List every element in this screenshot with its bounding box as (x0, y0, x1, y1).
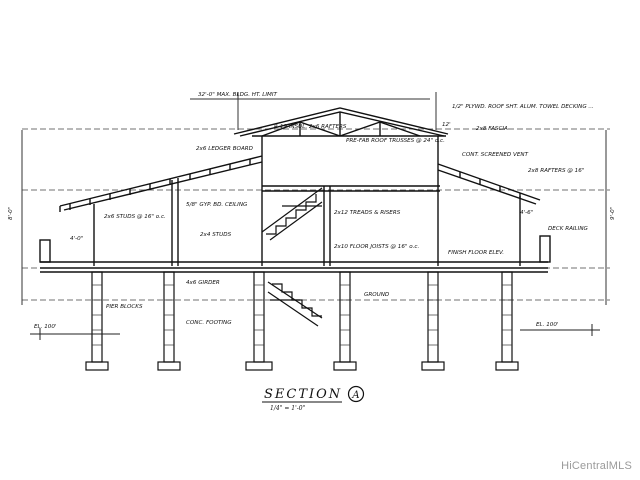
dim-c: 8'-0" (8, 206, 14, 220)
roof-structure (59, 107, 541, 266)
note-ridge-mid: PRE-FAB ROOF TRUSSES @ 24" o.c. (346, 138, 445, 144)
note-ridge-left: R-19 INSUL. 2x6 RAFTERS (274, 124, 347, 130)
section-marker-circle (347, 385, 365, 403)
note-finish-floor-r: FINISH FLOOR ELEV. (448, 250, 504, 256)
note-stair-lower: 2x4 STUDS (200, 232, 232, 238)
watermark: HiCentralMLS (561, 460, 632, 472)
note-deck-r: DECK RAILING (548, 226, 589, 232)
section-marker: A (351, 390, 359, 401)
dim-d: 9'-0" (610, 206, 616, 220)
section-title: SECTION (264, 387, 342, 402)
note-fascia: 2x8 FASCIA (476, 126, 508, 132)
note-stair-upper: 2x12 TREADS & RISERS (334, 210, 401, 216)
dim-e: 12' (442, 122, 451, 128)
note-girder: 4x6 GIRDER (186, 280, 220, 286)
piers (85, 271, 519, 371)
stairs (261, 187, 323, 327)
frame-lines (21, 92, 607, 305)
note-footing: CONC. FOOTING (186, 320, 232, 326)
note-wall-left: 2x6 STUDS @ 16" o.c. (104, 214, 166, 220)
note-cont-vent: CONT. SCREENED VENT (462, 152, 529, 158)
note-elev-left: EL. 100' (34, 324, 56, 330)
note-elev-right: EL. 100' (536, 322, 558, 328)
annotations: 32'-0" MAX. BLDG. HT. LIMIT 1/2" PLYWD. … (8, 92, 616, 330)
note-piers: PIER BLOCKS (106, 304, 143, 310)
note-ground: GROUND (364, 292, 390, 298)
pier-hatching (92, 284, 512, 346)
note-rafter-r: 2x8 RAFTERS @ 16" (528, 168, 585, 174)
dim-a: 4'-0" (70, 236, 84, 242)
note-ceiling-l: 5/8" GYP. BD. CEILING (186, 202, 248, 208)
dim-b: 4'-6" (520, 210, 534, 216)
ground-line (30, 324, 600, 340)
note-gable-left: 2x6 LEDGER BOARD (196, 146, 254, 152)
note-floor: 2x10 FLOOR JOISTS @ 16" o.c. (334, 244, 420, 250)
note-roof-right: 1/2" PLYWD. ROOF SHT. ALUM. TOWEL DECKIN… (452, 104, 594, 110)
note-top-dim: 32'-0" MAX. BLDG. HT. LIMIT (198, 92, 278, 98)
section-title-block: SECTION A 1/4" = 1'-0" (262, 385, 365, 412)
walls-floors (39, 178, 551, 273)
section-scale: 1/4" = 1'-0" (270, 405, 306, 412)
